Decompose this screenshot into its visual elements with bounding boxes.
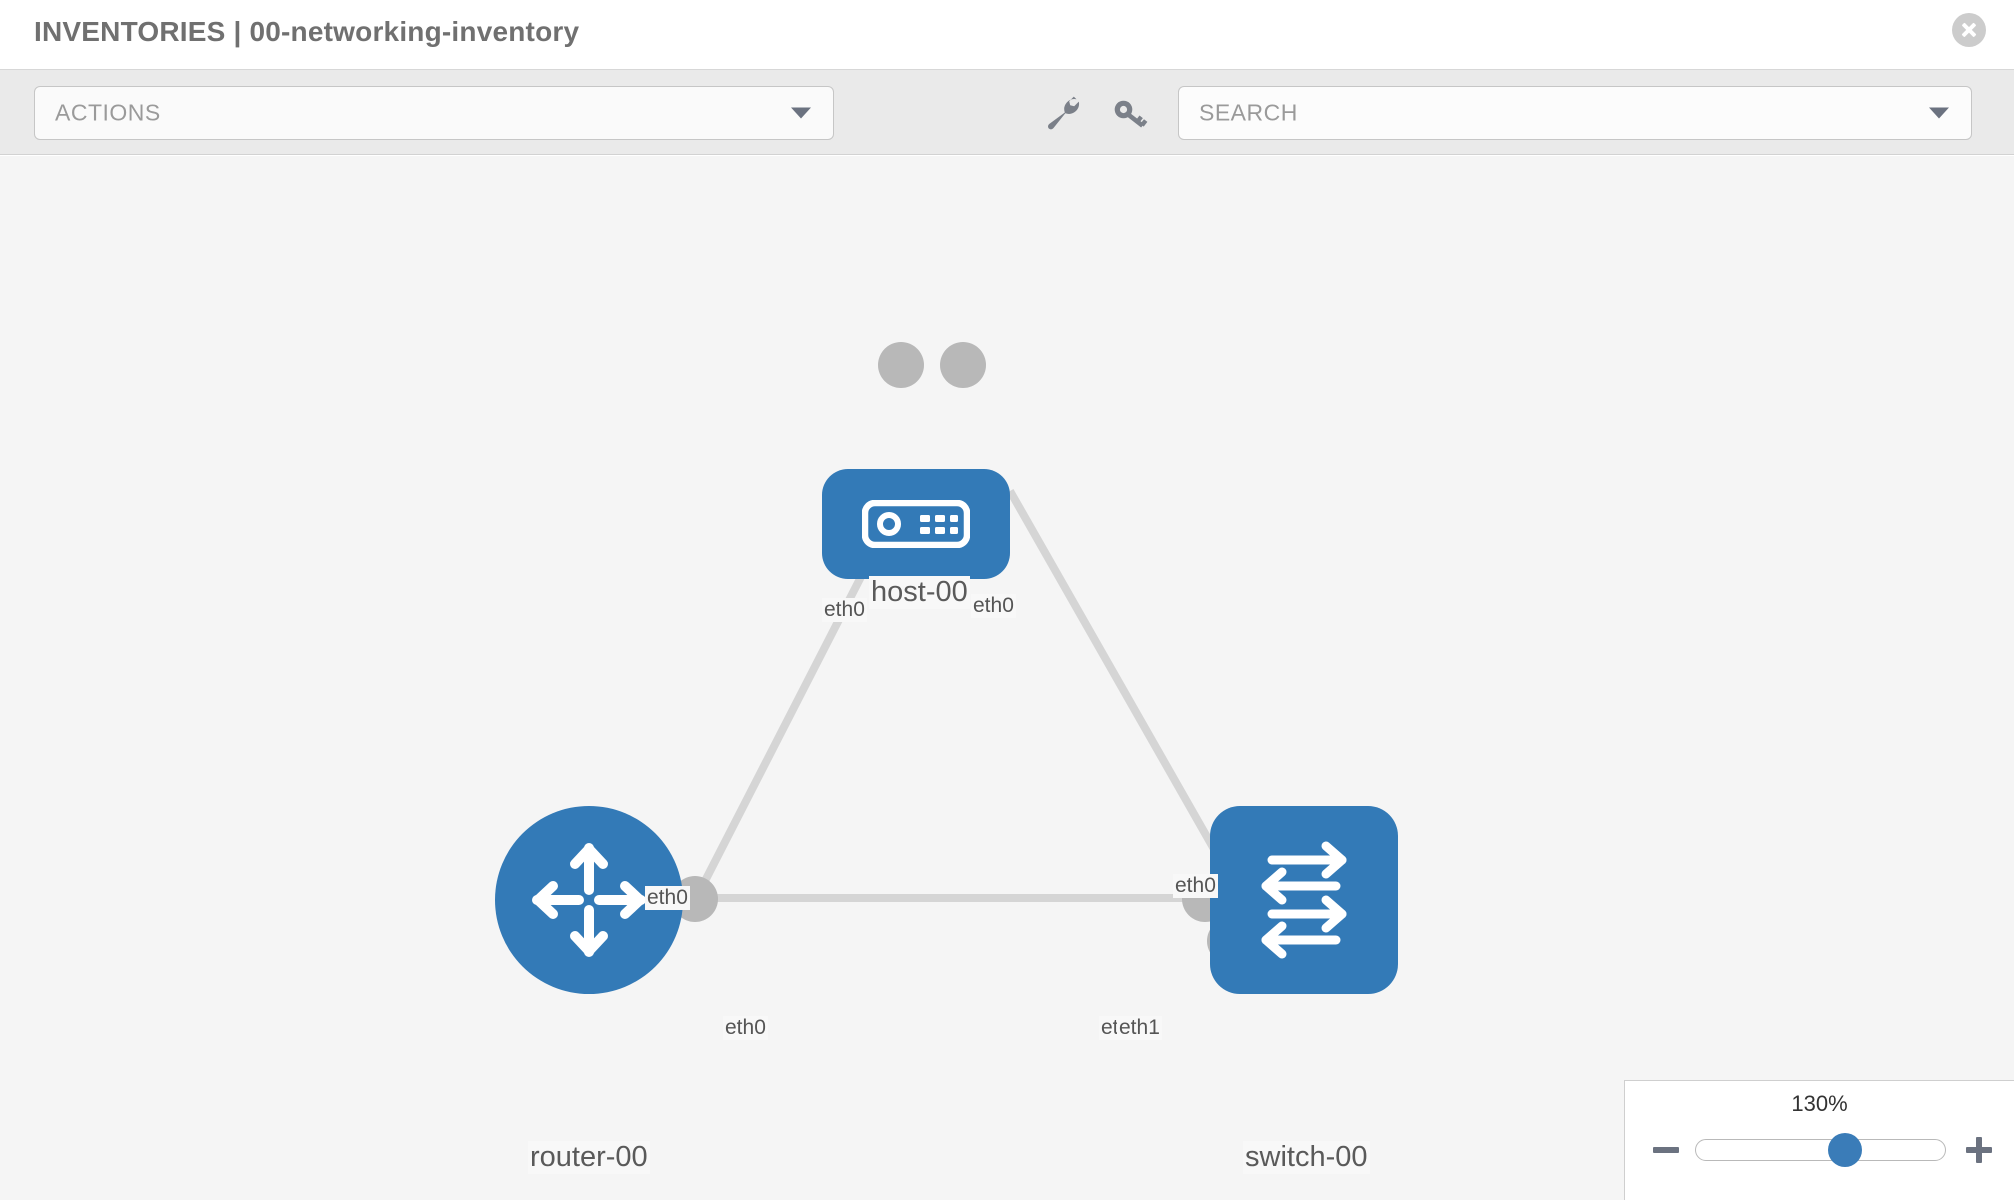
search-input[interactable]: SEARCH — [1178, 86, 1972, 140]
zoom-control-panel: 130% — [1624, 1080, 2014, 1200]
node-label-router-00: router-00 — [528, 1141, 650, 1174]
edge-label-router-eth0-right: eth0 — [723, 1016, 768, 1040]
actions-dropdown[interactable]: ACTIONS — [34, 86, 834, 140]
search-placeholder: SEARCH — [1199, 99, 1298, 126]
topology-canvas[interactable]: host-00 router-00 switch-00 eth0 eth0 et… — [0, 156, 2014, 1200]
node-label-host-00: host-00 — [869, 576, 970, 609]
wrench-icon[interactable] — [1042, 96, 1084, 132]
page-title: INVENTORIES | 00-networking-inventory — [34, 16, 580, 47]
connector-nub-host-right — [940, 342, 986, 388]
chevron-down-icon — [791, 107, 811, 119]
edge-label-switch-eth1: eth1 — [1117, 1016, 1162, 1040]
topology-edges — [690, 489, 1239, 902]
node-switch-00-shape[interactable] — [1210, 806, 1398, 994]
plus-icon[interactable] — [1964, 1135, 1994, 1165]
zoom-slider[interactable] — [1695, 1133, 1946, 1167]
server-icon — [862, 500, 970, 548]
node-label-switch-00: switch-00 — [1243, 1141, 1370, 1174]
zoom-slider-row — [1625, 1131, 2014, 1171]
edge-label-host-eth0-left: eth0 — [822, 598, 867, 622]
switch-icon — [1261, 841, 1347, 959]
chevron-down-icon[interactable] — [1929, 107, 1949, 119]
node-router-00-shape[interactable] — [495, 806, 683, 994]
toolbar: ACTIONS SEARCH — [0, 70, 2014, 155]
router-icon — [532, 843, 646, 957]
actions-dropdown-label: ACTIONS — [55, 99, 161, 126]
close-icon[interactable] — [1952, 13, 1986, 47]
connector-nub-host-left — [878, 342, 924, 388]
edge-label-switch-eth0-up: eth0 — [1173, 874, 1218, 898]
edge-label-router-eth0-up: eth0 — [645, 886, 690, 910]
edge-label-host-eth0-right: eth0 — [971, 594, 1016, 618]
zoom-slider-thumb[interactable] — [1828, 1133, 1863, 1167]
minus-icon[interactable] — [1651, 1135, 1681, 1165]
key-icon[interactable] — [1110, 96, 1152, 132]
edge-host-switch — [1006, 489, 1239, 888]
node-host-00-shape[interactable] — [822, 469, 1010, 579]
page-header: INVENTORIES | 00-networking-inventory — [0, 0, 2014, 70]
zoom-level-value: 130% — [1791, 1091, 1848, 1116]
